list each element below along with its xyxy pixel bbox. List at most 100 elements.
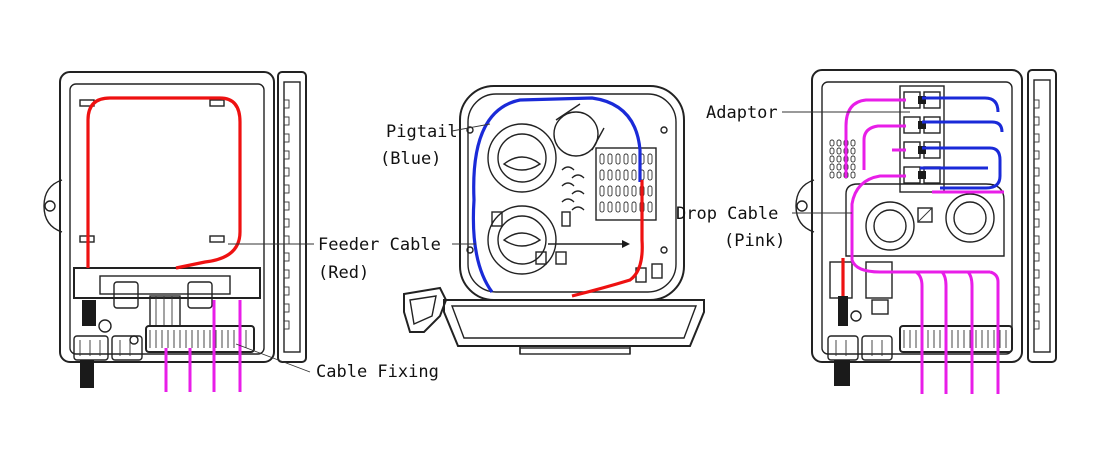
hinge-tab [1033, 167, 1040, 177]
hinge-tab [1033, 201, 1040, 211]
middle-splice-tray [403, 85, 705, 355]
label-pigtail: Pigtail (Blue) [380, 122, 491, 169]
splice-slot [836, 155, 842, 163]
adaptor-label: Adaptor [706, 103, 778, 123]
drop-cables-right [844, 98, 1004, 394]
splice-slot [599, 169, 605, 181]
splice-slot [647, 185, 653, 197]
splice-slot [607, 201, 613, 213]
splice-holder [571, 206, 585, 211]
feeder-cable-left [86, 96, 242, 270]
label-drop-cable: Drop Cable (Pink) [676, 204, 852, 251]
hinge-tab [283, 235, 290, 245]
splice-slot [631, 201, 637, 213]
splice-slot [836, 147, 842, 155]
adaptor-port [903, 91, 921, 109]
hinge-tab [1033, 269, 1040, 279]
hinge-tab [283, 201, 290, 211]
adaptor-port [903, 166, 921, 184]
adaptor-body [918, 171, 926, 179]
adaptor-body [918, 146, 926, 154]
splice-holder [561, 182, 575, 187]
splice-holder [571, 190, 585, 195]
splice-holder [561, 166, 575, 171]
pigtail-label: Pigtail [386, 122, 458, 142]
splice-slot [631, 153, 637, 165]
splice-slot [850, 155, 856, 163]
splice-slot [623, 153, 629, 165]
cable-fixing-label: Cable Fixing [316, 362, 439, 382]
right-enclosure [795, 69, 1057, 386]
hinge-tab [283, 320, 290, 330]
splice-slot [850, 139, 856, 147]
splice-slot [607, 153, 613, 165]
label-cable-fixing: Cable Fixing [235, 343, 439, 382]
splice-slot [623, 201, 629, 213]
hinge-tab [283, 303, 290, 313]
splice-slot [647, 169, 653, 181]
splice-slot [599, 201, 605, 213]
hinge-tab [1033, 286, 1040, 296]
hinge-tab [283, 218, 290, 228]
hinge-tab [283, 184, 290, 194]
splice-holder [571, 174, 585, 179]
label-adaptor: Adaptor [706, 103, 910, 123]
splice-slot [599, 153, 605, 165]
drop-cables-left [164, 300, 242, 392]
drop-cable-color-label: (Pink) [724, 231, 785, 251]
hinge-tab [1033, 184, 1040, 194]
hinge-tab [283, 252, 290, 262]
splice-slot [615, 185, 621, 197]
splice-slot [836, 139, 842, 147]
hinge-tab [283, 269, 290, 279]
adaptor-body [918, 96, 926, 104]
hinge-tab [1033, 303, 1040, 313]
splice-slot [836, 171, 842, 179]
left-enclosure [43, 71, 307, 388]
splice-slot [623, 169, 629, 181]
hinge-tab [283, 133, 290, 143]
hinge-tab [1033, 252, 1040, 262]
splice-slot [647, 201, 653, 213]
hinge-tab [1033, 235, 1040, 245]
splice-slot [615, 201, 621, 213]
label-feeder: Feeder Cable (Red) [228, 235, 476, 283]
pigtail-color-label: (Blue) [380, 149, 441, 169]
splice-slot [615, 169, 621, 181]
drop-cable-label: Drop Cable [676, 204, 778, 224]
hinge-tab [283, 150, 290, 160]
adaptor-port [923, 91, 941, 109]
hinge-tab [1033, 150, 1040, 160]
splice-slot [829, 155, 835, 163]
splice-slot [850, 171, 856, 179]
adaptor-port [903, 141, 921, 159]
hinge-tab [283, 99, 290, 109]
hinge-tab [283, 167, 290, 177]
splice-slot [850, 163, 856, 171]
splice-slot [850, 147, 856, 155]
adaptor-port [923, 116, 941, 134]
hinge-tab [1033, 218, 1040, 228]
feeder-cable-middle [571, 180, 644, 298]
splice-slot [623, 185, 629, 197]
splice-slot [599, 185, 605, 197]
feeder-color-label: (Red) [318, 263, 369, 283]
hinge-tab [1033, 133, 1040, 143]
hinge-tab [1033, 99, 1040, 109]
splice-slot [607, 185, 613, 197]
hinge-tab [1033, 320, 1040, 330]
splice-slot [829, 139, 835, 147]
feeder-label: Feeder Cable [318, 235, 441, 255]
splice-slot [829, 147, 835, 155]
adaptor-port [923, 141, 941, 159]
hinge-tab [1033, 116, 1040, 126]
splice-slot [615, 153, 621, 165]
splice-slot [647, 153, 653, 165]
splice-slot [631, 185, 637, 197]
adaptor-port [903, 116, 921, 134]
splice-holder [561, 198, 575, 203]
splice-slot [836, 163, 842, 171]
adaptor-body [918, 121, 926, 129]
